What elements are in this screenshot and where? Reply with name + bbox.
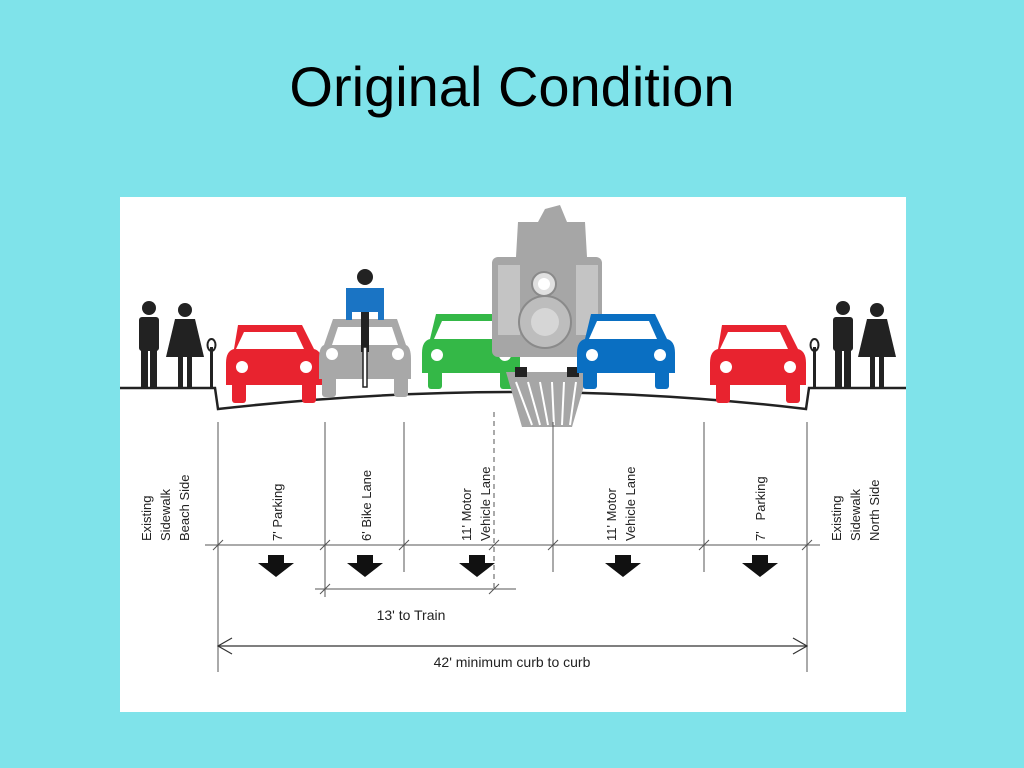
parked-car-right-icon	[710, 325, 806, 403]
lane-label-line: Beach Side	[177, 475, 192, 542]
curb-to-curb-dimension-line	[216, 637, 809, 655]
lane-label-line: Existing	[139, 495, 154, 541]
motor-lane-right-arrow-icon	[605, 555, 641, 577]
lane-label-line: Vehicle Lane	[623, 467, 638, 541]
motor-vehicle-right-icon	[577, 314, 675, 389]
pedestrians-left-icon	[139, 301, 217, 387]
lane-label-line: 6' Bike Lane	[359, 470, 374, 541]
streetcar-train-icon	[492, 205, 602, 427]
lane-label-parking-left: 7' Parking	[270, 484, 285, 541]
lane-label-line: 11' Motor	[459, 488, 474, 541]
pedestrians-right-icon	[809, 301, 896, 387]
to-train-dimension-line	[315, 583, 516, 595]
lane-label-line: Vehicle Lane	[478, 467, 493, 541]
lane-label-sidewalk-beach: Existing Sidewalk Beach Side	[139, 475, 192, 542]
lane-arrows	[258, 555, 778, 577]
lane-dividers	[217, 412, 808, 672]
lane-label-line: 11' Motor	[604, 488, 619, 541]
lane-label-sidewalk-north: Existing Sidewalk North Side	[829, 480, 882, 541]
lane-label-line: 7' Parking	[753, 476, 768, 541]
street-cross-section-svg: 13' to Train 42' minimum curb to curb Ex…	[120, 205, 906, 672]
bike-lane-cyclist-icon	[319, 269, 411, 397]
parking-left-arrow-icon	[258, 555, 294, 577]
lane-label-line: Sidewalk	[158, 488, 173, 541]
lane-label-bike-lane: 6' Bike Lane	[359, 470, 374, 541]
parking-right-arrow-icon	[742, 555, 778, 577]
lane-width-dimension-line	[205, 539, 820, 551]
to-train-label: 13' to Train	[377, 607, 446, 623]
lane-label-line: Existing	[829, 495, 844, 541]
lane-label-line: North Side	[867, 480, 882, 541]
lane-label-motor-left: 11' Motor Vehicle Lane	[459, 467, 493, 541]
lane-label-line: Sidewalk	[848, 488, 863, 541]
lane-label-line: 7' Parking	[270, 484, 285, 541]
curb-to-curb-label: 42' minimum curb to curb	[434, 654, 591, 670]
parked-car-left-icon	[226, 325, 322, 403]
motor-lane-left-arrow-icon	[459, 555, 495, 577]
street-cross-section-figure: 13' to Train 42' minimum curb to curb Ex…	[120, 197, 906, 712]
lane-label-parking-right: 7' Parking	[753, 476, 768, 541]
bike-lane-arrow-icon	[347, 555, 383, 577]
slide-title: Original Condition	[289, 55, 735, 118]
lane-label-motor-right: 11' Motor Vehicle Lane	[604, 467, 638, 541]
